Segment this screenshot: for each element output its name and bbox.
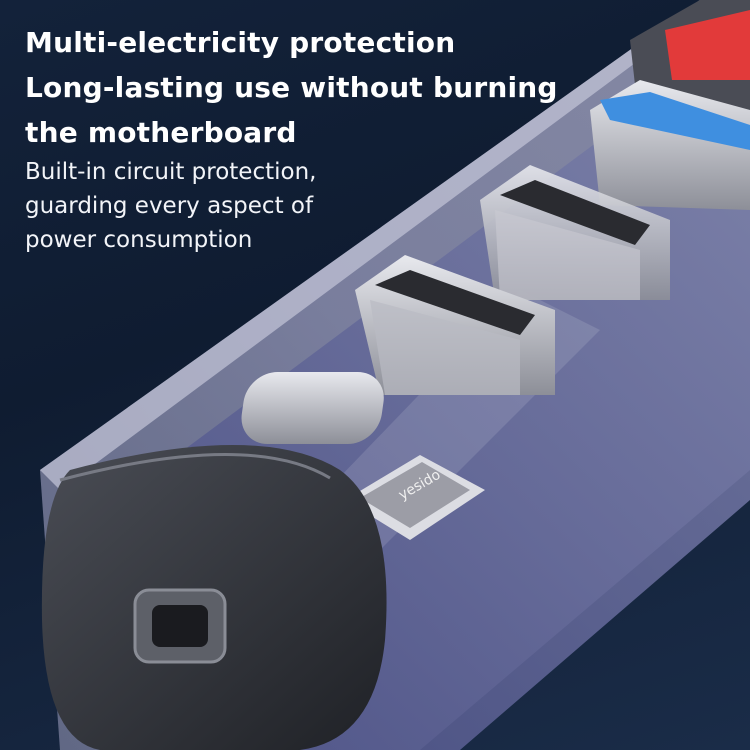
subtext-line-1: Built-in circuit protection,	[25, 159, 317, 185]
promo-copy: Multi-electricity protection Long-lastin…	[25, 20, 558, 257]
hub-end-cap	[41, 445, 387, 750]
chip: yesido	[345, 455, 485, 540]
usb-port-2	[480, 165, 670, 300]
usb-c-connector	[241, 372, 384, 444]
headline-line-1: Multi-electricity protection	[25, 26, 456, 59]
headline-line-2: Long-lasting use without burning	[25, 71, 558, 104]
usb-port-blue	[590, 80, 750, 210]
headline-line-3: the motherboard	[25, 116, 297, 149]
subtext-line-3: power consumption	[25, 227, 253, 253]
subtext-line-2: guarding every aspect of	[25, 193, 314, 219]
usb-port-1	[355, 255, 555, 395]
